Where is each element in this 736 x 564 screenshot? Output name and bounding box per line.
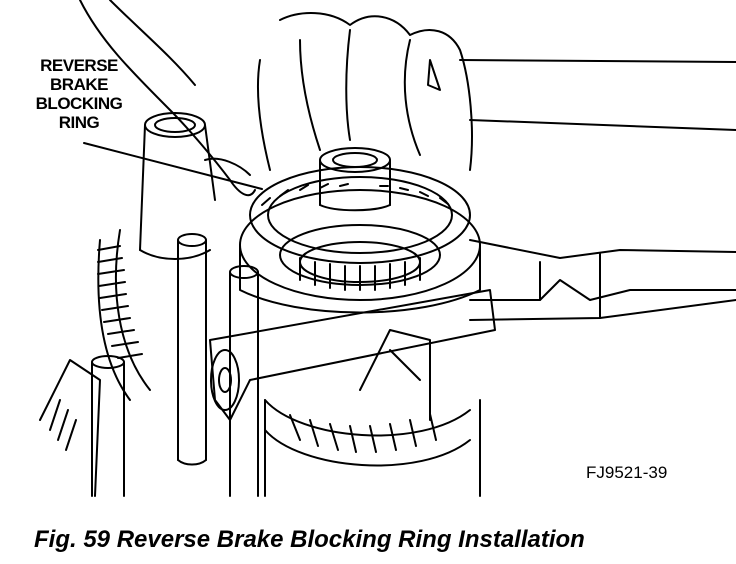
holding-fixture [209, 289, 496, 421]
hands [79, 0, 736, 197]
clutch-assembly [239, 166, 481, 314]
transmission-case [469, 239, 736, 321]
callout-line-2: BRAKE [50, 75, 108, 94]
callout-line-3: BLOCKING [35, 94, 123, 113]
figure-caption: Fig. 59 Reverse Brake Blocking Ring Inst… [34, 526, 585, 553]
lower-gear [264, 329, 481, 497]
left-gear-cluster [39, 229, 151, 497]
shaft-sleeve [139, 112, 216, 260]
callout-leader-line [83, 142, 263, 190]
guide-pins [91, 233, 259, 497]
callout-line-1: REVERSE [40, 56, 118, 75]
callout-label: REVERSE BRAKE BLOCKING RING [14, 56, 144, 132]
callout-line-4: RING [58, 113, 100, 132]
center-hub [319, 147, 391, 212]
figure-id: FJ9521-39 [586, 463, 668, 482]
